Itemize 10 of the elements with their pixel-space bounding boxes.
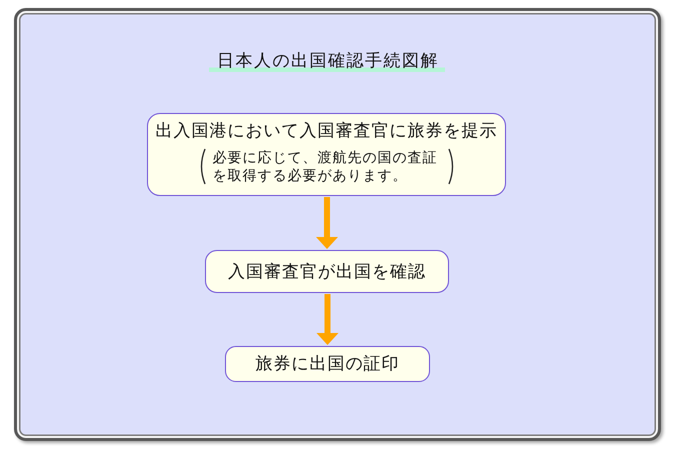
step-text: 旅券に出国の証印 (256, 354, 400, 374)
step-text: 出入国港において入国審査官に旅券を提示 (156, 121, 498, 141)
note-text: 必要に応じて、渡航先の国の査証を取得する必要があります。 (212, 148, 438, 184)
step-text: 入国審査官が出国を確認 (228, 262, 426, 282)
arrow (316, 197, 338, 249)
process-box (205, 250, 449, 293)
arrow (316, 294, 338, 345)
process-box (225, 346, 430, 382)
diagram-title: 日本人の出国確認手続図解 (209, 50, 445, 72)
process-box (147, 113, 506, 196)
